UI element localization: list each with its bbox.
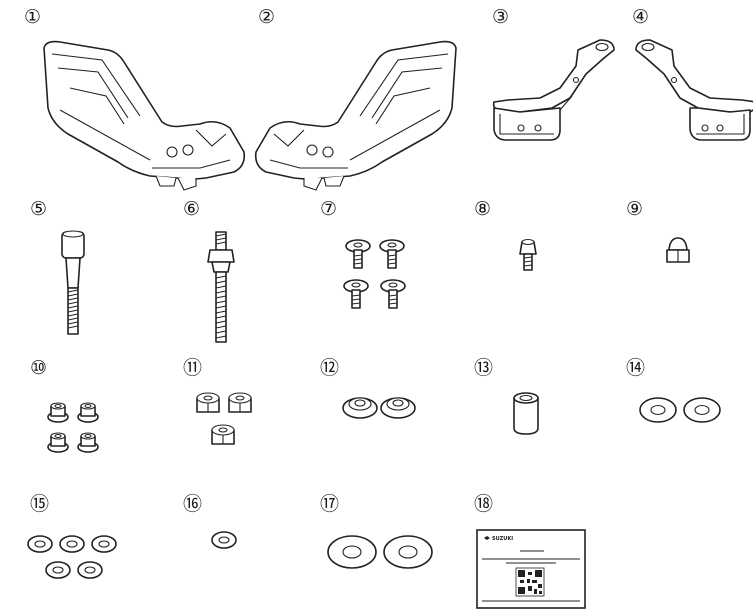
label-part-7: ⑦ xyxy=(320,198,338,220)
handguard-left-drawing xyxy=(43,40,246,191)
label-part-6: ⑥ xyxy=(183,198,201,220)
small-bolt-drawing xyxy=(519,238,537,271)
label-part-5: ⑤ xyxy=(30,198,48,220)
label-part-1: ① xyxy=(24,6,42,28)
label-part-4: ④ xyxy=(632,6,650,28)
suzuki-logo-icon xyxy=(484,536,490,540)
label-part-12: ⑫ xyxy=(320,357,340,379)
label-part-13: ⑬ xyxy=(474,357,494,379)
long-bolt-drawing xyxy=(61,230,85,335)
label-part-16: ⑯ xyxy=(183,493,203,515)
label-part-2: ② xyxy=(258,6,276,28)
stud-bolt-drawing xyxy=(207,231,235,343)
flange-nuts-drawing xyxy=(47,402,99,453)
label-part-3: ③ xyxy=(492,6,510,28)
manual-brand-text: SUZUKI xyxy=(492,536,513,542)
label-part-11: ⑪ xyxy=(183,357,203,379)
label-part-14: ⑭ xyxy=(626,357,646,379)
washers-drawing xyxy=(639,397,721,423)
large-washers-drawing xyxy=(327,535,433,569)
small-washer-drawing xyxy=(211,531,237,549)
qr-code-icon xyxy=(515,567,545,597)
handguard-right-drawing xyxy=(254,40,457,191)
label-part-9: ⑨ xyxy=(626,198,644,220)
label-part-8: ⑧ xyxy=(474,198,492,220)
screws-drawing xyxy=(343,239,406,309)
cap-nut-drawing xyxy=(666,237,690,263)
collar-drawing xyxy=(513,392,539,435)
small-washers-drawing xyxy=(27,535,117,579)
instruction-manual-drawing: SUZUKI xyxy=(476,529,586,609)
rubber-washers-drawing xyxy=(342,397,416,419)
label-part-17: ⑰ xyxy=(320,493,340,515)
label-part-10: ⑩ xyxy=(30,357,48,379)
label-part-18: ⑱ xyxy=(474,493,494,515)
nuts-drawing xyxy=(196,392,252,445)
label-part-15: ⑮ xyxy=(30,493,50,515)
bracket-right-drawing xyxy=(635,39,753,141)
bracket-left-drawing xyxy=(492,39,615,141)
